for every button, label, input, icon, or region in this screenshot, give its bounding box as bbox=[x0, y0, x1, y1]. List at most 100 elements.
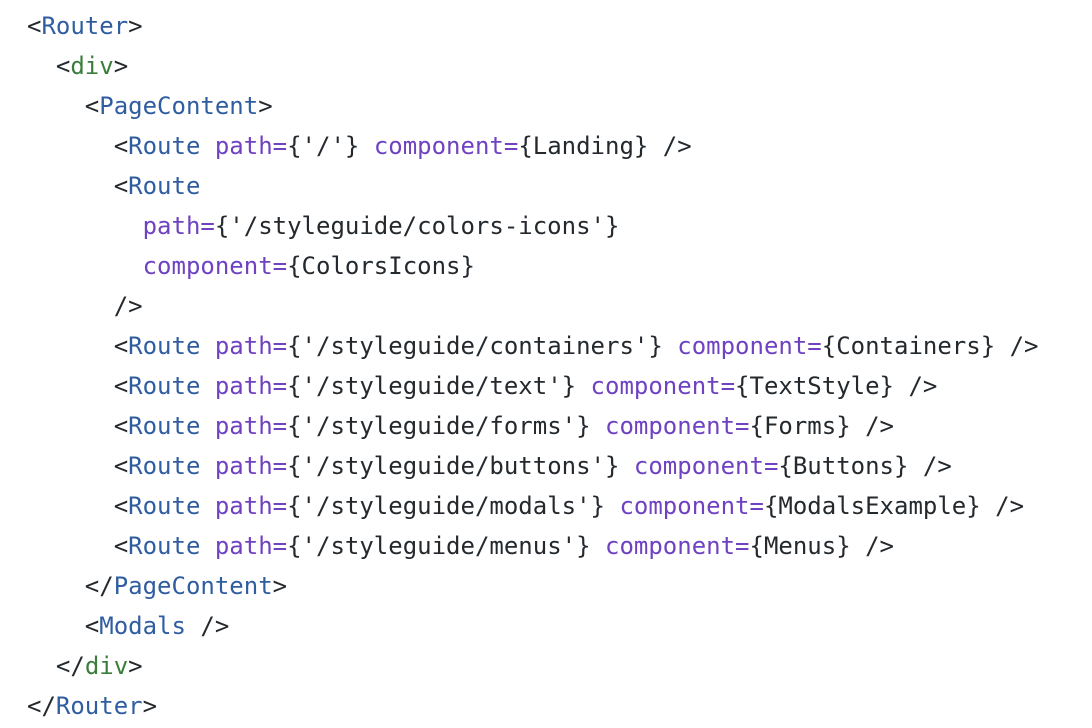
code-token-punct: /> bbox=[995, 332, 1039, 360]
code-token-punct: < bbox=[84, 92, 100, 120]
code-token-punct bbox=[359, 132, 373, 160]
code-token-attr: component= bbox=[605, 412, 750, 440]
code-token-punct: /> bbox=[185, 612, 230, 640]
code-token-expr: {Menus} bbox=[749, 532, 851, 560]
code-indent bbox=[27, 212, 143, 240]
code-token-punct: < bbox=[113, 332, 129, 360]
code-token-punct: < bbox=[113, 172, 129, 200]
code-indent bbox=[27, 532, 114, 560]
code-token-component: PageContent bbox=[113, 572, 273, 600]
code-indent bbox=[27, 172, 114, 200]
code-line: <Router> bbox=[27, 6, 1092, 46]
code-token-attr: path= bbox=[142, 212, 215, 240]
code-token-punct: > bbox=[258, 92, 273, 120]
code-token-punct bbox=[591, 532, 605, 560]
code-token-punct bbox=[200, 452, 214, 480]
code-token-punct: > bbox=[128, 12, 143, 40]
code-line: <div> bbox=[27, 46, 1092, 86]
code-line: <Route path={'/styleguide/menus'} compon… bbox=[27, 526, 1092, 566]
code-token-punct bbox=[663, 332, 677, 360]
code-token-attr: component= bbox=[633, 452, 779, 480]
code-token-expr: {TextStyle} bbox=[735, 372, 894, 400]
code-token-punct: </ bbox=[55, 652, 85, 680]
code-token-punct: /> bbox=[908, 452, 952, 480]
code-indent bbox=[27, 412, 114, 440]
code-line: <Route path={'/styleguide/buttons'} comp… bbox=[27, 446, 1092, 486]
code-token-punct: </ bbox=[27, 692, 56, 720]
code-token-component: Route bbox=[128, 532, 201, 560]
code-token-punct: /> bbox=[850, 412, 895, 440]
code-token-punct: < bbox=[113, 412, 129, 440]
code-token-html: div bbox=[70, 52, 114, 80]
code-line: path={'/styleguide/colors-icons'} bbox=[27, 206, 1092, 246]
code-indent bbox=[27, 452, 114, 480]
code-token-component: PageContent bbox=[99, 92, 259, 120]
code-line: <Modals /> bbox=[27, 606, 1092, 646]
code-line: </div> bbox=[27, 646, 1092, 686]
code-token-punct bbox=[200, 412, 214, 440]
code-line: <Route path={'/styleguide/containers'} c… bbox=[27, 326, 1092, 366]
code-token-punct: < bbox=[113, 452, 129, 480]
code-token-component: Route bbox=[128, 412, 201, 440]
code-token-punct: > bbox=[113, 52, 129, 80]
code-token-attr: path= bbox=[214, 412, 288, 440]
code-token-component: Route bbox=[128, 372, 201, 400]
code-token-punct: </ bbox=[84, 572, 114, 600]
code-token-attr: path= bbox=[214, 332, 288, 360]
code-token-expr: {'/'} bbox=[287, 132, 360, 160]
code-token-punct bbox=[591, 412, 605, 440]
code-line: <Route path={'/styleguide/text'} compone… bbox=[27, 366, 1092, 406]
code-token-attr: component= bbox=[590, 372, 736, 400]
code-token-expr: {'/styleguide/text'} bbox=[287, 372, 577, 400]
code-indent bbox=[27, 572, 85, 600]
code-token-expr: {ModalsExample} bbox=[763, 492, 981, 520]
code-token-component: Router bbox=[41, 12, 129, 40]
code-line: <Route path={'/styleguide/modals'} compo… bbox=[27, 486, 1092, 526]
code-token-component: Modals bbox=[99, 612, 186, 640]
code-indent bbox=[27, 252, 143, 280]
code-token-punct: < bbox=[55, 52, 71, 80]
code-indent bbox=[27, 332, 114, 360]
code-token-punct bbox=[200, 372, 214, 400]
code-indent bbox=[27, 132, 114, 160]
code-token-punct bbox=[619, 452, 633, 480]
code-token-expr: {ColorsIcons} bbox=[287, 252, 475, 280]
code-token-expr: {'/styleguide/forms'} bbox=[287, 412, 591, 440]
code-token-expr: {Containers} bbox=[821, 332, 996, 360]
code-token-punct bbox=[200, 132, 214, 160]
code-indent bbox=[27, 52, 56, 80]
code-token-punct: < bbox=[27, 12, 42, 40]
code-token-punct bbox=[605, 492, 619, 520]
code-token-attr: path= bbox=[214, 132, 288, 160]
code-token-attr: component= bbox=[605, 532, 750, 560]
code-token-punct: /> bbox=[980, 492, 1025, 520]
code-indent bbox=[27, 292, 114, 320]
code-token-expr: {'/styleguide/buttons'} bbox=[287, 452, 620, 480]
code-token-punct bbox=[200, 332, 214, 360]
code-token-expr: {Landing} bbox=[518, 132, 649, 160]
code-token-punct: < bbox=[113, 532, 129, 560]
code-token-attr: component= bbox=[142, 252, 288, 280]
code-token-attr: path= bbox=[214, 532, 288, 560]
code-token-attr: component= bbox=[619, 492, 764, 520]
code-token-attr: path= bbox=[214, 452, 288, 480]
code-indent bbox=[27, 92, 85, 120]
code-indent bbox=[27, 612, 85, 640]
code-token-punct: < bbox=[84, 612, 100, 640]
code-token-punct bbox=[200, 532, 214, 560]
code-token-attr: component= bbox=[373, 132, 519, 160]
code-token-expr: {'/styleguide/colors-icons'} bbox=[214, 212, 620, 240]
code-token-punct: /> bbox=[113, 292, 143, 320]
code-line: component={ColorsIcons} bbox=[27, 246, 1092, 286]
code-token-attr: component= bbox=[677, 332, 822, 360]
code-indent bbox=[27, 652, 56, 680]
code-line: /> bbox=[27, 286, 1092, 326]
code-line: <Route path={'/styleguide/forms'} compon… bbox=[27, 406, 1092, 446]
code-indent bbox=[27, 492, 114, 520]
code-line: <PageContent> bbox=[27, 86, 1092, 126]
code-token-expr: {'/styleguide/menus'} bbox=[287, 532, 591, 560]
code-token-punct: > bbox=[128, 652, 143, 680]
code-token-html: div bbox=[84, 652, 129, 680]
code-token-punct: > bbox=[272, 572, 288, 600]
code-token-expr: {Forms} bbox=[749, 412, 851, 440]
